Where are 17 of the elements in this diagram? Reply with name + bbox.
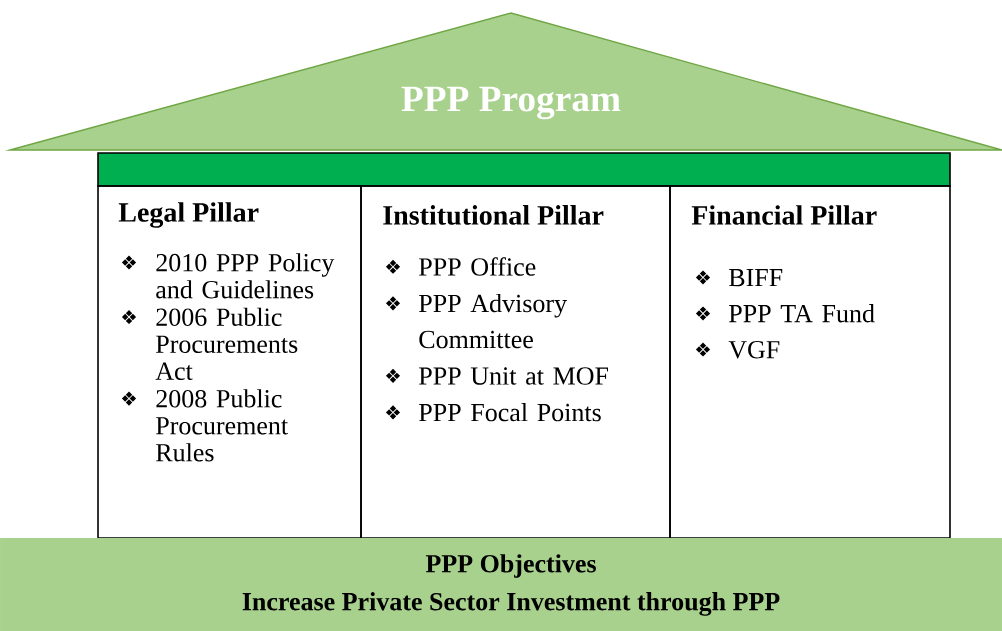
bullet-item: PPP TA Fund (729, 304, 875, 323)
base-text: Increase Private Sector Investment through PPP (242, 592, 780, 616)
pillar-heading: Institutional Pillar (383, 205, 604, 225)
bullet-item: 2008 Public Procurement Rules (156, 389, 288, 462)
bullet-item: PPP Unit at MOF (419, 367, 608, 385)
bullet-item: VGF (728, 340, 780, 359)
roof-title: PPP Program (401, 86, 621, 120)
pillar-heading: Financial Pillar (691, 205, 877, 225)
bullet-item: PPP Focal Points (419, 403, 601, 422)
pillar-heading: Legal Pillar (118, 202, 259, 228)
bullet-item: PPP Office (419, 257, 536, 276)
bullet-item: PPP Advisory Committee (419, 293, 567, 349)
bullet-item: BIFF (729, 269, 783, 287)
base-text: PPP Objectives (425, 554, 596, 578)
bullet-item: 2010 PPP Policy and Guidelines (156, 253, 335, 299)
roof-band (97, 152, 951, 187)
bullet-item: 2006 Public Procurements Act (155, 307, 298, 380)
